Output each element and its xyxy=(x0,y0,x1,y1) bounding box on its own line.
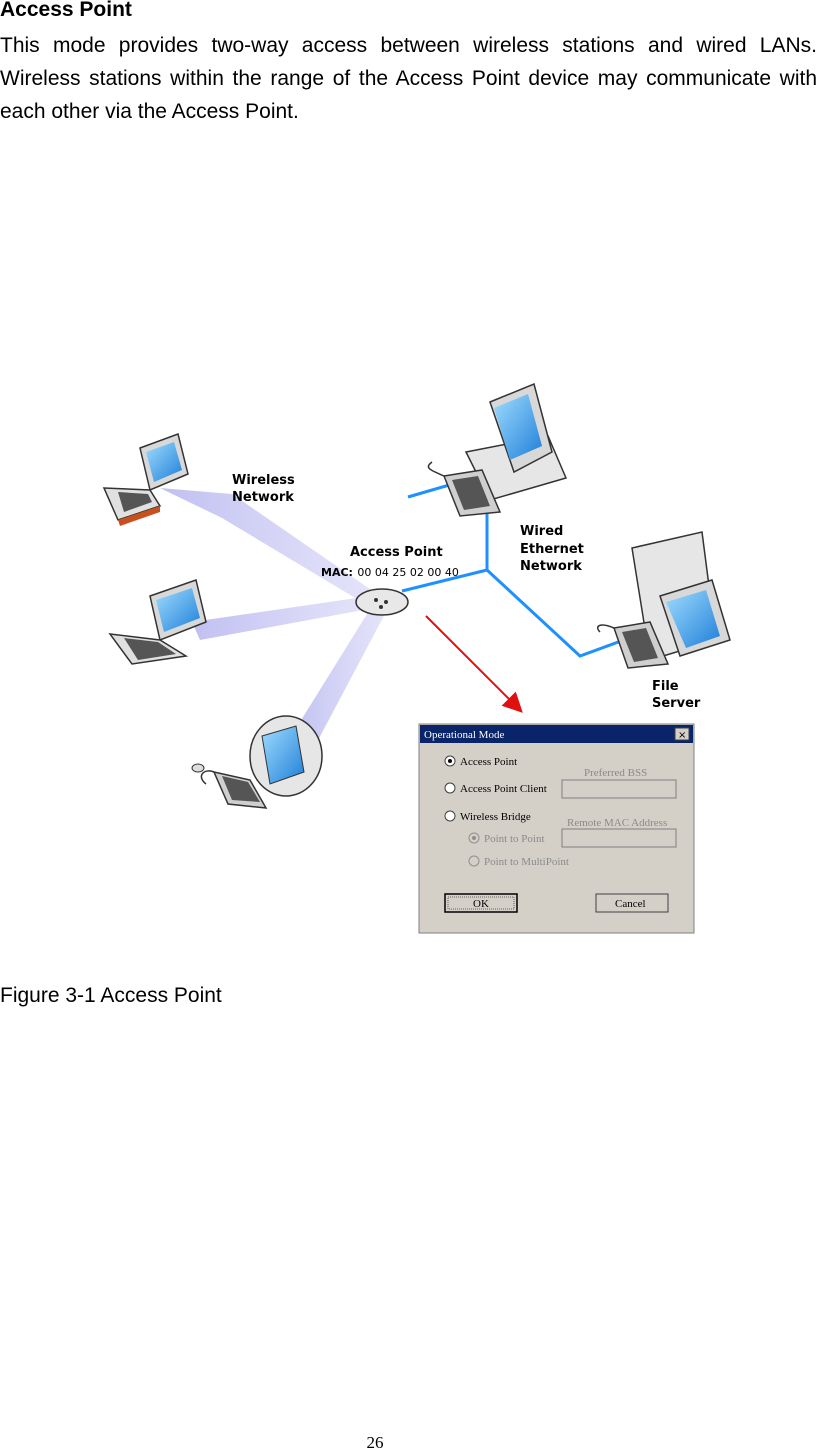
workstation-icon xyxy=(427,382,568,517)
wireless-network-label-line1: Wireless xyxy=(232,473,295,488)
radio-access-point-label[interactable]: Access Point xyxy=(460,756,517,768)
radio-ap-client[interactable] xyxy=(444,782,456,794)
remote-mac-label: Remote MAC Address xyxy=(567,817,667,829)
radio-point-to-multipoint-label[interactable]: Point to MultiPoint xyxy=(484,856,569,868)
laptop-middle-icon xyxy=(108,579,207,665)
file-server-label-line2: Server xyxy=(652,696,701,711)
arrow-to-dialog xyxy=(425,615,523,713)
radio-wireless-bridge-label[interactable]: Wireless Bridge xyxy=(460,811,531,823)
mac-value: 00 04 25 02 00 40 xyxy=(357,566,458,579)
page-number: 26 xyxy=(366,1433,384,1452)
preferred-bss-field[interactable] xyxy=(561,779,677,799)
wireless-links xyxy=(160,488,386,744)
cancel-button[interactable]: Cancel xyxy=(595,893,669,913)
dialog-close-button[interactable]: × xyxy=(674,727,690,741)
desktop-imac-icon xyxy=(191,715,323,809)
radio-wireless-bridge[interactable] xyxy=(444,810,456,822)
wired-network-label-line2: Ethernet xyxy=(520,542,584,557)
wired-network-label-line1: Wired xyxy=(520,524,563,539)
dialog-title-bar xyxy=(420,725,693,743)
ok-button-label: OK xyxy=(473,898,489,910)
mac-address-line: MAC: 00 04 25 02 00 40 xyxy=(321,563,459,580)
figure-caption: Figure 3-1 Access Point xyxy=(0,984,222,1007)
file-server-icon xyxy=(596,531,731,669)
radio-access-point[interactable] xyxy=(444,755,456,767)
dialog-title: Operational Mode xyxy=(424,729,504,741)
intro-paragraph: This mode provides two-way access betwee… xyxy=(0,34,817,123)
access-point-diagram: Wireless Network Access Point MAC: 00 04… xyxy=(102,382,731,934)
radio-point-to-multipoint[interactable] xyxy=(468,855,480,867)
radio-ap-client-label[interactable]: Access Point Client xyxy=(460,783,547,795)
radio-point-to-point-label[interactable]: Point to Point xyxy=(484,833,545,845)
remote-mac-field[interactable] xyxy=(561,828,677,848)
preferred-bss-label: Preferred BSS xyxy=(584,767,647,779)
laptop-top-icon xyxy=(102,433,189,526)
radio-point-to-point[interactable] xyxy=(468,832,480,844)
mac-prefix: MAC: xyxy=(321,566,353,579)
access-point-device-icon xyxy=(355,588,409,616)
ok-button[interactable]: OK xyxy=(444,893,518,913)
file-server-label-line1: File xyxy=(652,679,679,694)
section-heading: Access Point xyxy=(0,0,132,21)
access-point-label: Access Point xyxy=(350,545,443,560)
cancel-button-label: Cancel xyxy=(615,898,646,910)
close-icon: × xyxy=(678,730,686,741)
wired-network-label-line3: Network xyxy=(520,559,582,574)
wireless-network-label-line2: Network xyxy=(232,490,294,505)
operational-mode-dialog: Operational Mode × Access Point Access P… xyxy=(418,723,695,934)
